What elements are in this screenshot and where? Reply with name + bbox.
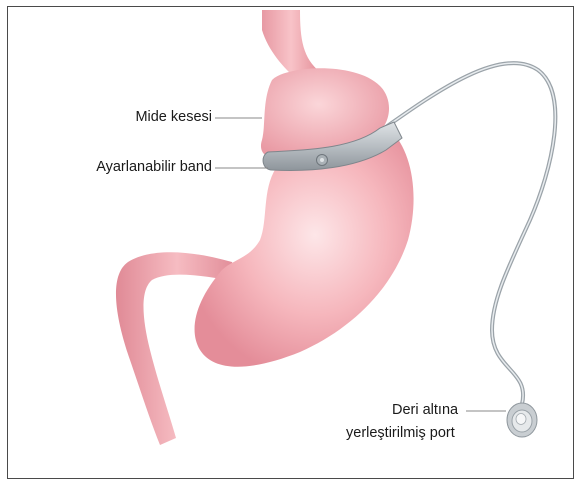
label-stomach-pouch: Mide kesesi xyxy=(135,109,212,126)
label-port-line1: Deri altına xyxy=(392,402,458,419)
label-port-line2: yerleştirilmiş port xyxy=(346,425,455,442)
port xyxy=(507,403,537,437)
label-adjustable-band: Ayarlanabilir band xyxy=(96,159,212,176)
